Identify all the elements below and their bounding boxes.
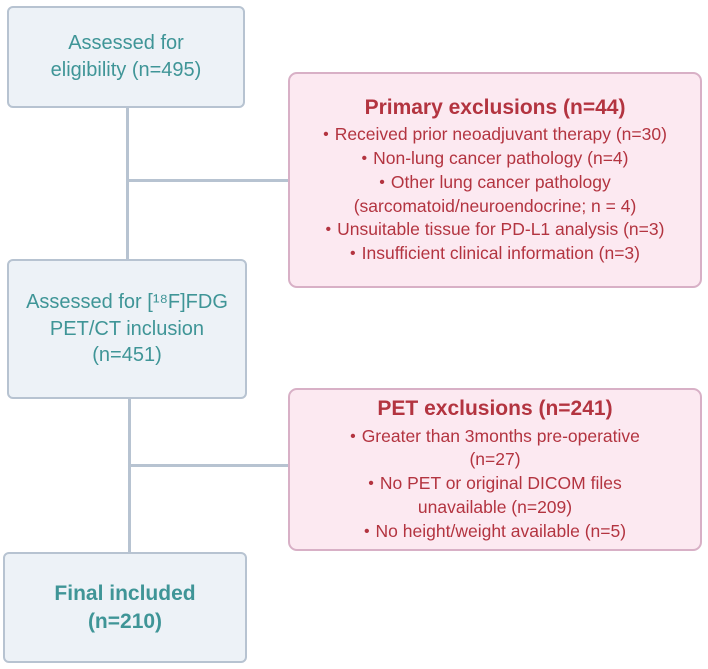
box-pet-exclusions: PET exclusions (n=241) • Greater than 3mo… [288, 388, 702, 551]
exclusion-item: •Other lung cancer pathology (sarcomatoi… [304, 171, 686, 219]
exclusion-item: • No height/weight available (n=5) [304, 520, 686, 544]
connector-pet-inclusion-to-final [128, 398, 131, 553]
exclusion-item-text: Other lung cancer pathology (sarcomatoid… [353, 171, 637, 216]
primary-exclusions-title: Primary exclusions (n=44) [364, 95, 626, 119]
pet-exclusions-list: • Greater than 3months pre-operative (n=2… [290, 425, 700, 544]
exclusion-item: • Unsuitable tissue for PD-L1 analysis (n… [304, 218, 686, 242]
exclusion-item-text: Unsuitable tissue for PD-L1 analysis (n=… [337, 219, 665, 240]
primary-exclusions-list: • Received prior neoadjuvant therapy (n=3… [290, 123, 700, 266]
connector-branch-pet-exclusions [128, 464, 290, 467]
exclusion-item: • Insufficient clinical information (n=3) [304, 242, 686, 266]
bullet-icon: • [368, 475, 374, 493]
bullet-icon: • [363, 522, 370, 540]
exclusion-item-text: Non-lung cancer pathology (n=4) [373, 148, 629, 169]
pet-exclusions-title: PET exclusions (n=241) [377, 397, 613, 421]
bullet-icon: • [361, 150, 368, 168]
exclusion-item: • Greater than 3months pre-operative (n=2… [304, 425, 686, 473]
exclusion-item: • Non-lung cancer pathology (n=4) [304, 147, 686, 171]
assessed-pet-ct-inclusion-label: Assessed for [¹⁸F]FDG PET/CT inclusion (… [26, 291, 228, 367]
exclusion-item: • No PET or original DICOM files unavaila… [304, 472, 686, 520]
box-primary-exclusions: Primary exclusions (n=44) • Received prio… [288, 72, 702, 288]
bullet-icon: • [323, 126, 329, 144]
box-assessed-pet-ct-inclusion: Assessed for [¹⁸F]FDG PET/CT inclusion (… [7, 259, 247, 399]
connector-eligibility-to-pet-inclusion [126, 107, 129, 260]
box-final-included: Final included (n=210) [3, 552, 247, 663]
exclusion-item-text: Insufficient clinical information (n=3) [361, 243, 640, 264]
final-included-label: Final included (n=210) [54, 581, 196, 633]
exclusion-item-text: No height/weight available (n=5) [375, 520, 627, 541]
assessed-eligibility-label: Assessed for eligibility (n=495) [50, 32, 202, 81]
connector-branch-primary-exclusions [126, 179, 290, 182]
bullet-icon: • [325, 221, 332, 239]
bullet-icon: • [379, 173, 385, 191]
box-assessed-eligibility: Assessed for eligibility (n=495) [7, 6, 245, 108]
bullet-icon: • [350, 427, 356, 445]
exclusion-item-text: Received prior neoadjuvant therapy (n=30… [334, 124, 667, 145]
bullet-icon: • [350, 245, 356, 263]
exclusion-item: • Received prior neoadjuvant therapy (n=3… [304, 123, 686, 147]
exclusion-item-text: No PET or original DICOM files unavailab… [379, 473, 622, 518]
exclusion-item-text: Greater than 3months pre-operative (n=27… [361, 425, 640, 470]
